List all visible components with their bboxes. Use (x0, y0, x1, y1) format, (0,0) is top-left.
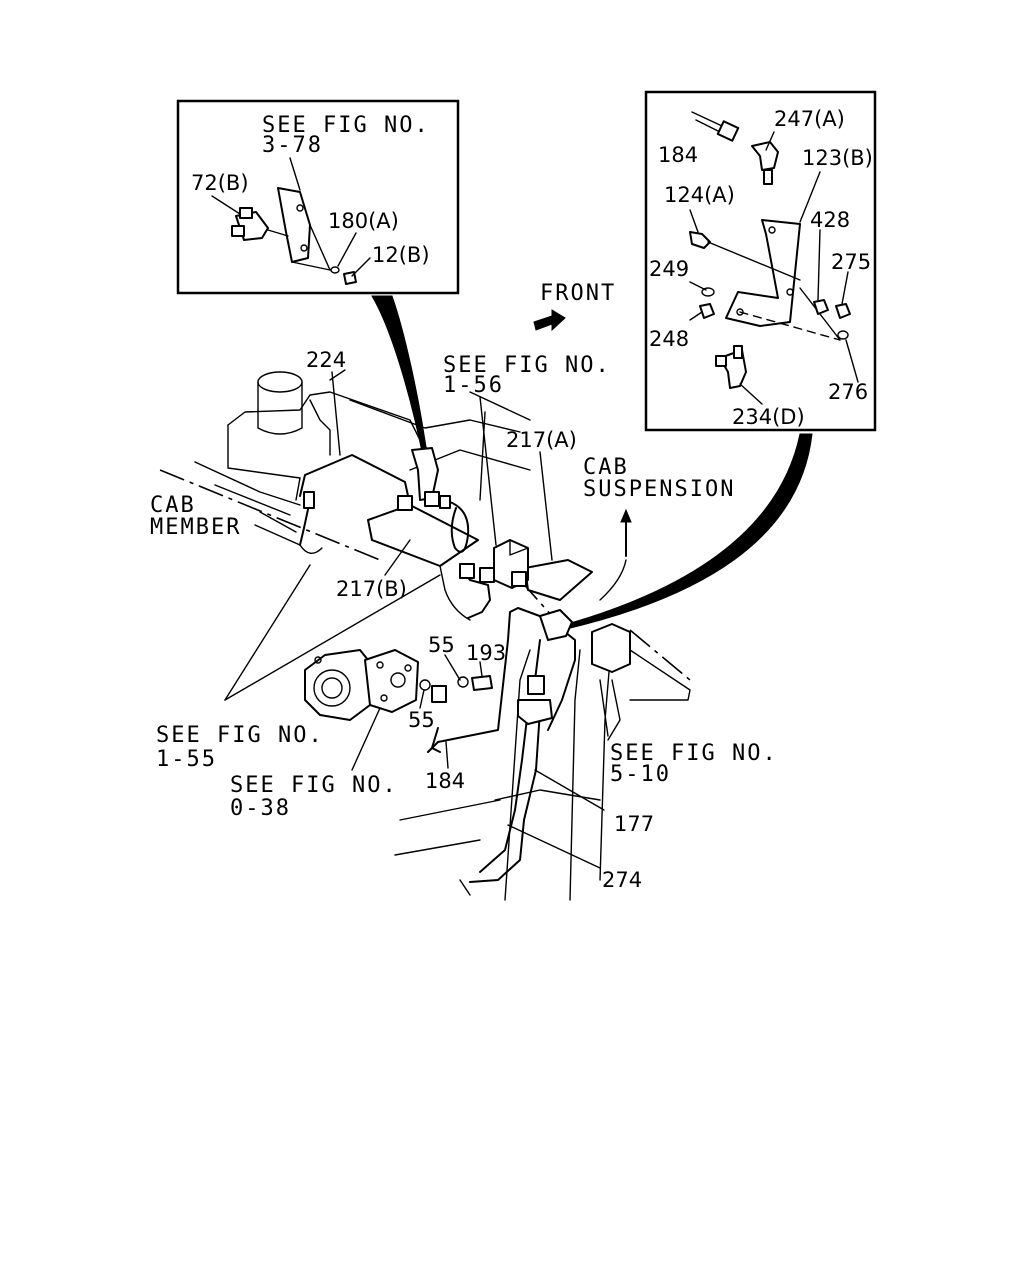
pipe-184 (427, 607, 546, 753)
note-see-fig-3-78-line2: 3-78 (262, 133, 323, 158)
tee-fitting-lower (517, 699, 553, 725)
part-label-224: 224 (306, 348, 346, 372)
note-cab-member-line1: CAB (150, 493, 196, 518)
part-label-123b: 123(B) (802, 146, 873, 170)
part-label-274: 274 (602, 868, 642, 892)
note-see-fig-1-55-line1: SEE FIG NO. (156, 723, 324, 748)
note-see-fig-0-38-line2: 0-38 (230, 796, 291, 821)
centerline-cab (159, 469, 381, 561)
front-arrow (533, 309, 566, 332)
part-label-12b: 12(B) (372, 243, 430, 267)
hose-left (299, 499, 311, 546)
part-label-247a: 247(A) (774, 107, 845, 131)
note-cab-member-line2: MEMBER (150, 515, 241, 540)
bracket-217b (367, 504, 479, 567)
pipe-177 (479, 709, 529, 873)
cab-suspension-valve (591, 623, 631, 673)
up-arrow (620, 508, 632, 523)
valve-fitting (479, 567, 495, 583)
note-see-fig-0-38-line1: SEE FIG NO. (230, 773, 398, 798)
bracket-217b-leg (439, 565, 471, 621)
part-label-428: 428 (810, 208, 850, 232)
left-inset-pointer (371, 295, 429, 463)
part-label-124a: 124(A) (664, 183, 735, 207)
part-label-248: 248 (649, 327, 689, 351)
part-label-55-bottom: 55 (408, 708, 435, 732)
pipe-right-down (547, 624, 576, 731)
inset-right-drawing (689, 111, 859, 405)
pipe-224 (299, 454, 411, 506)
inset-box-left (176, 99, 460, 295)
part-label-276: 276 (828, 380, 868, 404)
note-cab-suspension-line1: CAB (583, 455, 629, 480)
pipe-274 (469, 709, 541, 883)
part-label-55-top: 55 (428, 633, 455, 657)
part-label-234d: 234(D) (732, 405, 805, 429)
part-label-184: 184 (425, 769, 465, 793)
part-label-177: 177 (614, 812, 654, 836)
part-label-249: 249 (649, 257, 689, 281)
note-see-fig-3-78-line1: SEE FIG NO. (262, 113, 430, 138)
note-see-fig-1-55-line2: 1-55 (156, 747, 217, 772)
note-see-fig-5-10-line2: 5-10 (610, 762, 671, 787)
note-front: FRONT (540, 281, 616, 306)
leader-lines (224, 371, 609, 869)
part-label-275: 275 (831, 250, 871, 274)
bracket-217a (524, 559, 593, 601)
part-label-217b: 217(B) (336, 577, 407, 601)
centerline-right (629, 629, 691, 681)
part-label-180a: 180(A) (328, 209, 399, 233)
note-cab-suspension-line2: SUSPENSION (583, 477, 735, 502)
note-see-fig-5-10-line1: SEE FIG NO. (610, 741, 778, 766)
tee-fitting-upper (539, 609, 573, 641)
part-label-184-inset: 184 (658, 143, 698, 167)
bolt-193 (471, 675, 493, 691)
part-label-193: 193 (466, 641, 506, 665)
note-see-fig-1-56-line2: 1-56 (443, 373, 504, 398)
note-see-fig-1-56-line1: SEE FIG NO. (443, 353, 611, 378)
hose-loop (449, 501, 470, 553)
inset-left-drawing (211, 157, 371, 285)
part-label-217a: 217(A) (506, 428, 577, 452)
part-label-72b: 72(B) (191, 171, 249, 195)
air-compressor (304, 649, 419, 721)
